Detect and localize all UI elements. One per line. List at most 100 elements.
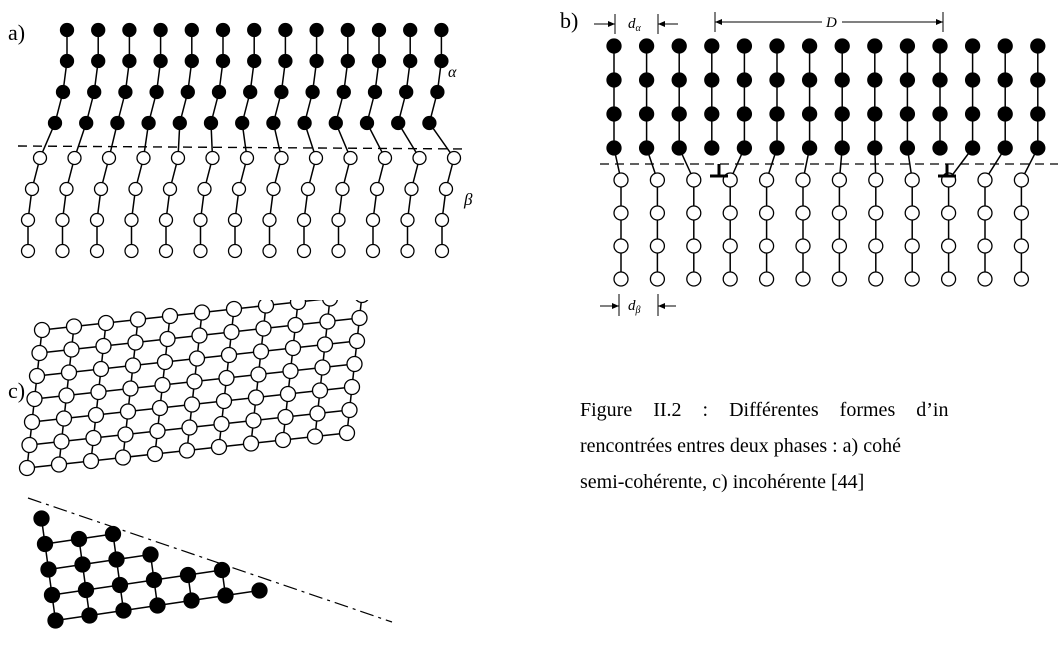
beta-atom bbox=[686, 172, 702, 188]
alpha-atom bbox=[336, 84, 351, 100]
beta-atom bbox=[21, 436, 38, 454]
alpha-atom bbox=[434, 53, 449, 69]
alpha-atom bbox=[769, 72, 785, 88]
panel-c-label: c) bbox=[8, 378, 26, 403]
beta-atom bbox=[904, 172, 920, 188]
beta-atom bbox=[613, 172, 629, 188]
alpha-atom bbox=[430, 84, 445, 100]
alpha-atom bbox=[769, 106, 785, 122]
alpha-atom bbox=[81, 607, 98, 624]
beta-atom bbox=[262, 212, 277, 228]
beta-atom bbox=[1013, 205, 1030, 221]
alpha-atom bbox=[964, 72, 981, 88]
alpha-atom bbox=[180, 84, 195, 100]
beta-atom bbox=[335, 181, 350, 197]
beta-atom bbox=[227, 243, 243, 259]
alpha-atom bbox=[736, 106, 753, 122]
beta-atom bbox=[146, 445, 164, 463]
beta-atom bbox=[649, 205, 666, 221]
caption-line-2: rencontrées entres deux phases : a) cohé bbox=[580, 435, 901, 457]
beta-atom bbox=[795, 205, 811, 221]
dislocation-symbol bbox=[938, 164, 956, 178]
alpha-atom bbox=[606, 72, 622, 88]
beta-atom bbox=[351, 309, 368, 327]
beta-atom bbox=[58, 387, 75, 404]
beta-atom bbox=[227, 212, 243, 228]
beta-atom bbox=[904, 238, 920, 254]
beta-atom bbox=[341, 401, 358, 419]
beta-atom bbox=[239, 150, 255, 166]
beta-atom bbox=[613, 271, 629, 287]
beta-atom bbox=[156, 353, 174, 371]
beta-atom bbox=[59, 181, 74, 197]
alpha-atom bbox=[867, 106, 883, 122]
alpha-atom bbox=[801, 72, 818, 88]
beta-atom bbox=[613, 205, 629, 221]
alpha-atom bbox=[801, 106, 818, 122]
beta-atom bbox=[63, 341, 80, 358]
beta-atom bbox=[55, 410, 73, 427]
beta-atom bbox=[795, 271, 811, 287]
beta-atom bbox=[26, 390, 43, 408]
beta-atom bbox=[85, 429, 102, 447]
alpha-atom bbox=[340, 53, 355, 69]
beta-atom bbox=[183, 396, 201, 413]
alpha-atom bbox=[434, 22, 449, 38]
alpha-atom bbox=[997, 72, 1013, 88]
beta-atom bbox=[686, 205, 702, 221]
alpha-atom bbox=[183, 592, 200, 609]
beta-atom bbox=[758, 172, 775, 188]
alpha-atom bbox=[403, 53, 418, 69]
beta-atom bbox=[758, 238, 775, 254]
alpha-atom bbox=[251, 582, 268, 599]
beta-atom bbox=[215, 392, 233, 410]
beta-atom bbox=[55, 212, 70, 228]
beta-atom bbox=[279, 385, 297, 403]
panel-b-label: b) bbox=[560, 8, 579, 33]
beta-atom bbox=[242, 435, 260, 452]
beta-atom bbox=[119, 403, 137, 420]
d-spacing-dimension: D bbox=[714, 12, 944, 32]
alpha-atom bbox=[115, 602, 132, 619]
beta-atom bbox=[87, 406, 105, 424]
alpha-atom bbox=[964, 140, 981, 156]
alpha-atom bbox=[266, 115, 281, 131]
beta-atom bbox=[247, 389, 265, 406]
alpha-atom bbox=[359, 115, 375, 131]
alpha-atom bbox=[247, 53, 262, 69]
beta-atom bbox=[977, 238, 993, 254]
beta-atom bbox=[60, 364, 78, 381]
alpha-atom bbox=[278, 22, 293, 38]
alpha-atom bbox=[932, 38, 948, 54]
beta-atom bbox=[218, 369, 235, 387]
alpha-atom bbox=[801, 140, 818, 156]
alpha-atom bbox=[118, 84, 133, 100]
beta-atom bbox=[274, 431, 292, 449]
alpha-atom bbox=[422, 115, 437, 131]
alpha-atom bbox=[235, 115, 250, 131]
beta-atom bbox=[90, 383, 107, 401]
beta-atom bbox=[613, 238, 629, 254]
beta-atom bbox=[124, 243, 139, 259]
beta-atom bbox=[977, 205, 993, 221]
beta-atom bbox=[220, 346, 238, 364]
beta-atom bbox=[18, 459, 36, 477]
alpha-atom bbox=[964, 106, 981, 122]
beta-atom bbox=[316, 336, 334, 353]
alpha-atom bbox=[638, 72, 655, 88]
beta-atom bbox=[89, 212, 105, 228]
beta-atom bbox=[831, 172, 848, 188]
alpha-atom bbox=[309, 22, 324, 38]
beta-atom bbox=[114, 449, 132, 466]
beta-atom bbox=[245, 412, 262, 429]
alpha-atom bbox=[211, 84, 227, 100]
caption-line-3: semi-cohérente, c) incohérente [44] bbox=[580, 471, 865, 493]
d-beta-dimension: dβ bbox=[600, 294, 676, 316]
beta-atom bbox=[940, 205, 957, 221]
beta-atom bbox=[346, 355, 363, 373]
beta-atom bbox=[365, 243, 381, 259]
alpha-atom bbox=[111, 576, 129, 594]
beta-atom bbox=[831, 205, 848, 221]
alpha-atom bbox=[391, 115, 406, 131]
beta-atom bbox=[93, 181, 109, 197]
